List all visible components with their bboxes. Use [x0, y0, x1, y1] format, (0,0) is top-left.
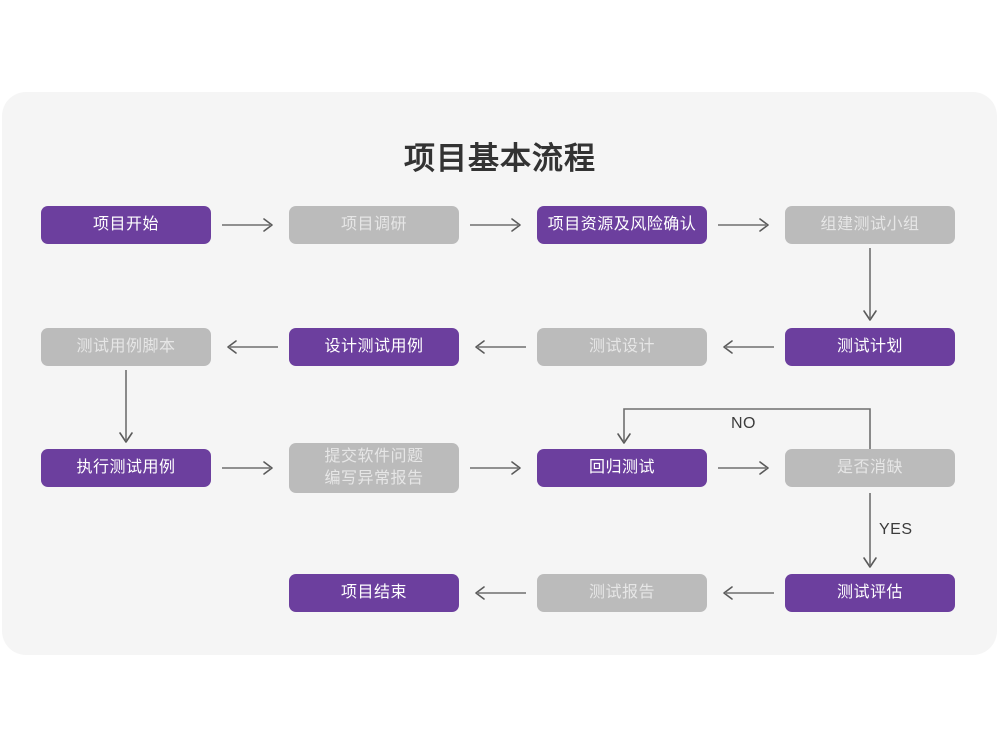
arrow-report-to-end: [475, 586, 526, 600]
arrow-plan-to-design: [723, 340, 774, 354]
node-defect-cleared[interactable]: 是否消缺: [785, 449, 955, 487]
arrow-research-to-resource: [470, 218, 521, 232]
arrow-script-to-execute: [119, 370, 133, 443]
arrow-no-feedback-loop: [617, 408, 871, 449]
arrow-design-to-case: [475, 340, 526, 354]
node-design-test-case[interactable]: 设计测试用例: [289, 328, 459, 366]
arrow-resource-to-team: [718, 218, 769, 232]
node-test-case-script[interactable]: 测试用例脚本: [41, 328, 211, 366]
node-project-end[interactable]: 项目结束: [289, 574, 459, 612]
node-test-plan[interactable]: 测试计划: [785, 328, 955, 366]
node-test-evaluation[interactable]: 测试评估: [785, 574, 955, 612]
diagram-card-panel: [2, 92, 997, 655]
node-project-research[interactable]: 项目调研: [289, 206, 459, 244]
node-project-start[interactable]: 项目开始: [41, 206, 211, 244]
edge-label-yes: YES: [879, 521, 913, 538]
arrow-start-to-research: [222, 218, 273, 232]
page-title: 项目基本流程: [404, 141, 596, 176]
node-regression-test[interactable]: 回归测试: [537, 449, 707, 487]
arrow-regression-to-defect: [718, 461, 769, 475]
node-execute-test-case[interactable]: 执行测试用例: [41, 449, 211, 487]
arrow-case-to-script: [227, 340, 278, 354]
node-build-test-team[interactable]: 组建测试小组: [785, 206, 955, 244]
arrow-execute-to-submit: [222, 461, 273, 475]
node-submit-issue-report[interactable]: 提交软件问题 编写异常报告: [289, 443, 459, 493]
node-resource-risk-confirm[interactable]: 项目资源及风险确认: [537, 206, 707, 244]
arrow-evaluation-to-report: [723, 586, 774, 600]
edge-label-no: NO: [731, 415, 756, 432]
arrow-submit-to-regression: [470, 461, 521, 475]
arrow-team-to-plan: [863, 248, 877, 321]
node-test-design[interactable]: 测试设计: [537, 328, 707, 366]
node-test-report[interactable]: 测试报告: [537, 574, 707, 612]
arrow-yes-to-evaluation: [863, 493, 877, 568]
